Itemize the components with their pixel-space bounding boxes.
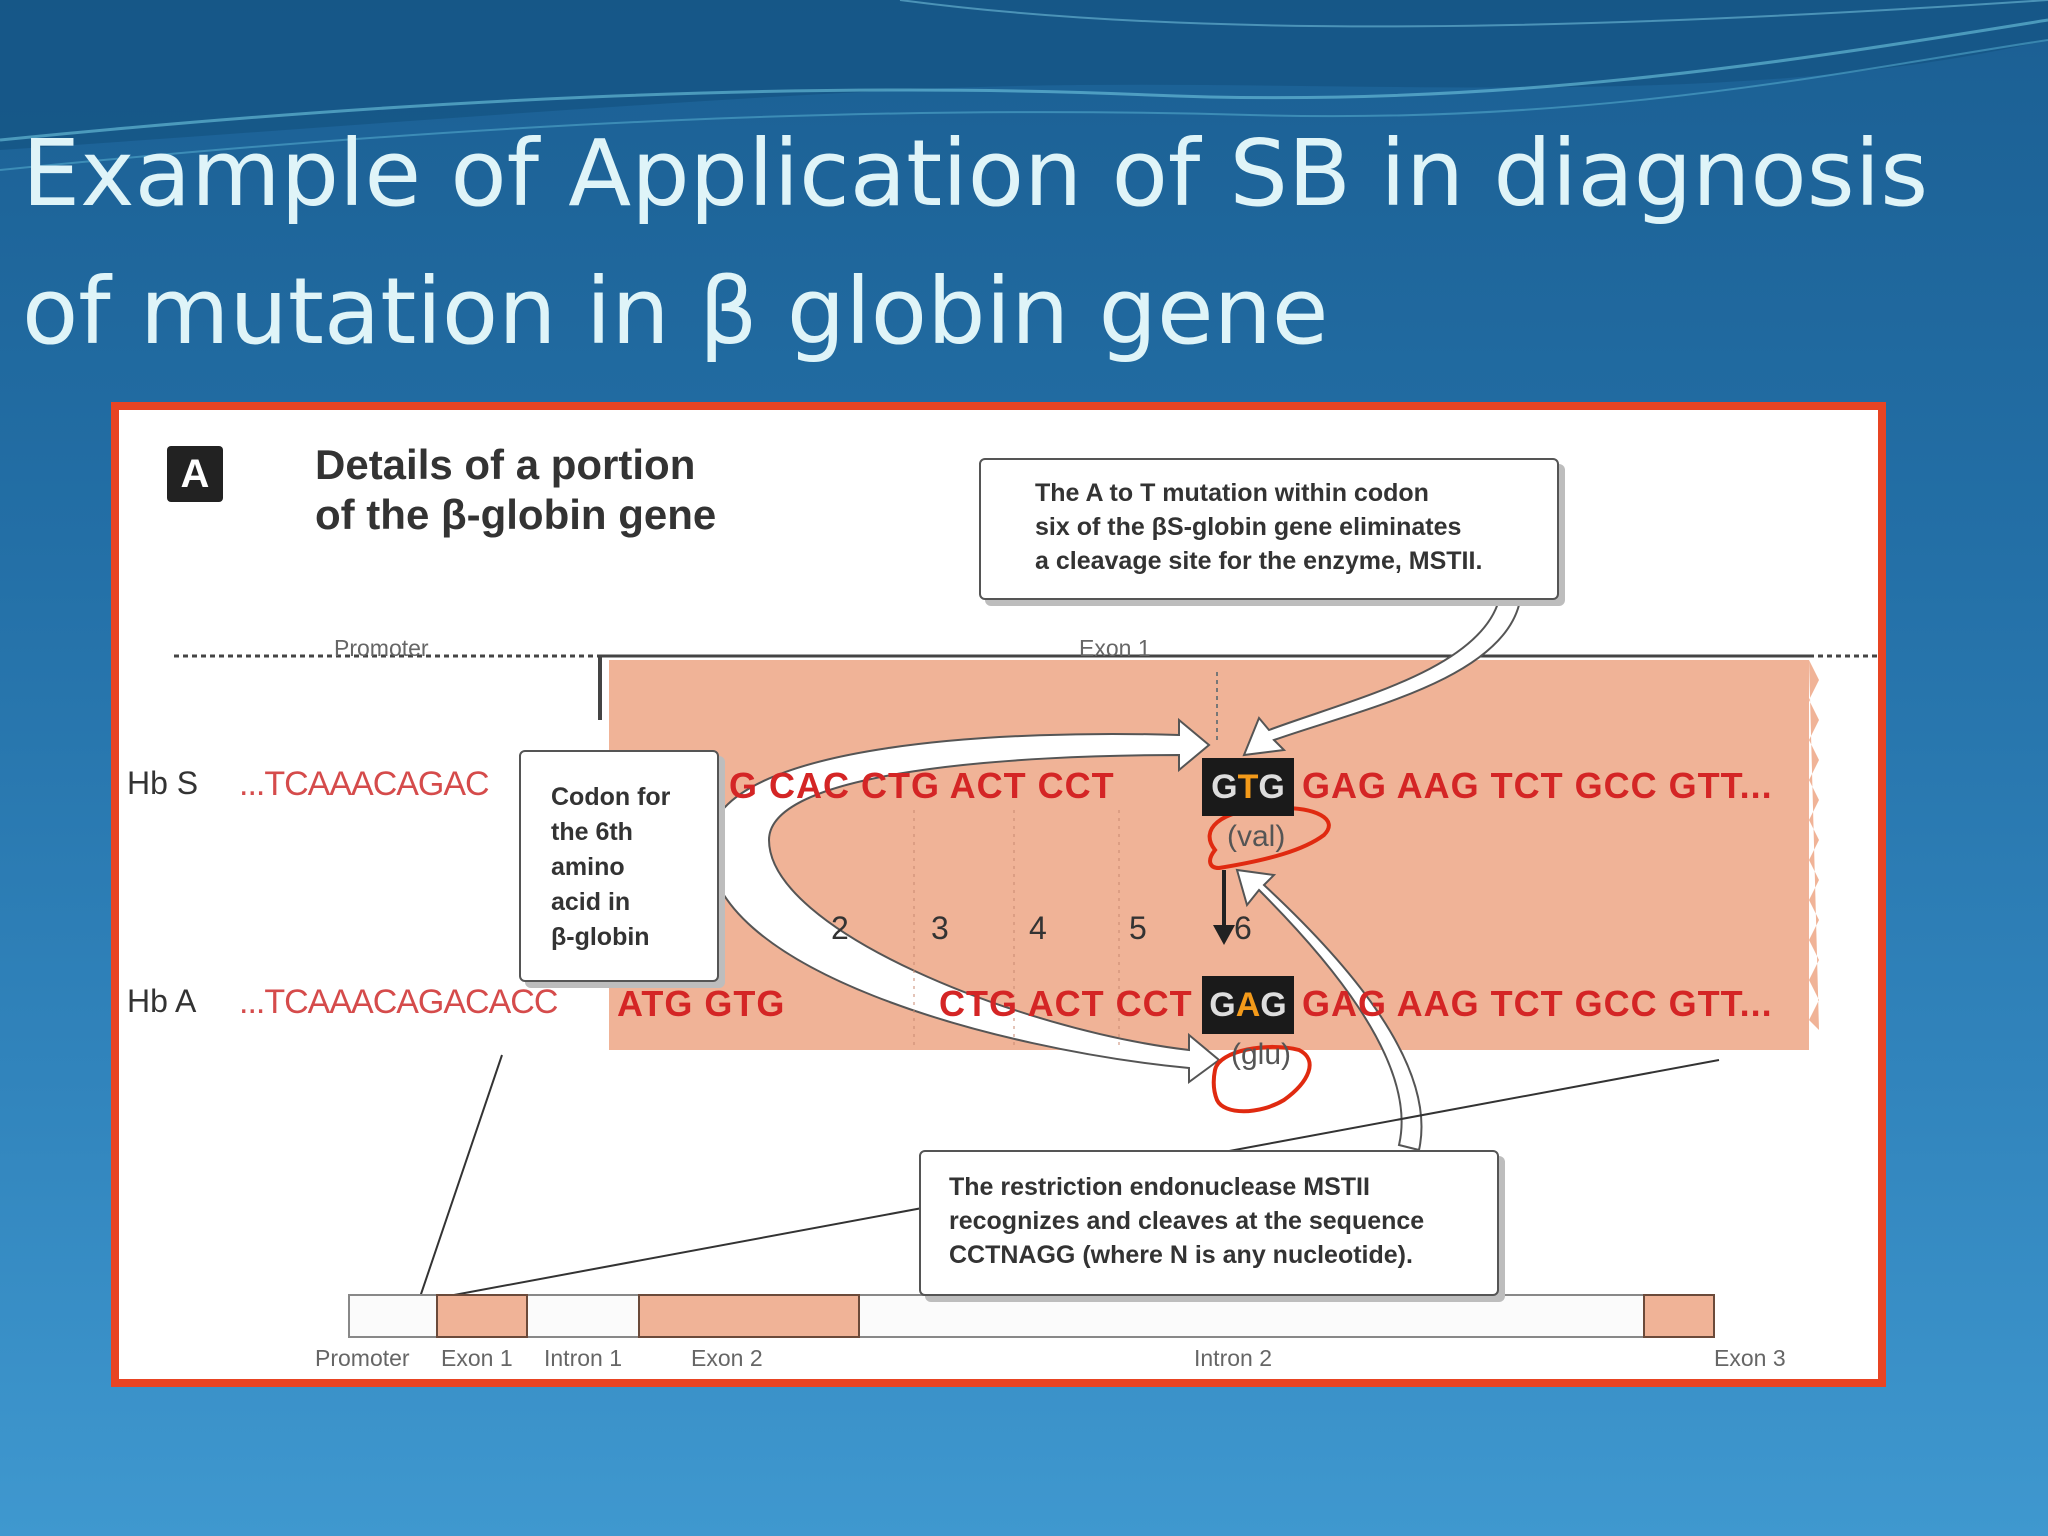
enzyme-callout: The restriction endonuclease MSTII recog… [919, 1150, 1499, 1296]
figure-heading-line-2: of the β-globin gene [315, 491, 717, 538]
val-circle-annotation [1207, 805, 1331, 871]
region-promoter-label: Promoter [334, 635, 429, 661]
hbs-codons-after: GAG AAG TCT GCC GTT... [1302, 765, 1773, 806]
hbs-codons-before: G CAC CTG ACT CCT [729, 765, 1115, 806]
hba-codon-6-base-2: A [1235, 986, 1261, 1024]
codon-callout-line-2: the 6th [551, 818, 633, 846]
gene-map-exon2 [638, 1294, 860, 1338]
figure-heading: Details of a portion of the β-globin gen… [315, 440, 716, 540]
mutation-callout-line-2: six of the βS-globin gene eliminates [1035, 513, 1462, 541]
hbs-codon-6: GTG [1202, 758, 1294, 816]
hba-prefix-sequence: ...TCAAACAGACACC [239, 983, 558, 1021]
codon-callout-line-4: acid in [551, 888, 631, 916]
slide-title-line-1: Example of Application of SB in diagnosi… [22, 120, 1929, 227]
hbs-codon-6-base-1: G [1211, 768, 1238, 806]
map-intron2-label: Intron 2 [1194, 1345, 1272, 1371]
hbs-amino-acid: (val) [1227, 820, 1286, 853]
map-intron1-label: Intron 1 [544, 1345, 622, 1371]
codon-number-5: 5 [1129, 910, 1147, 946]
hba-codon-6-base-3: G [1260, 986, 1287, 1024]
map-promoter-label: Promoter [315, 1345, 410, 1371]
slide-title: Example of Application of SB in diagnosi… [22, 105, 2002, 381]
region-exon1-label: Exon 1 [1079, 635, 1151, 661]
mutation-callout-line-3: a cleavage site for the enzyme, MSTII. [1035, 547, 1483, 575]
map-exon2-label: Exon 2 [691, 1345, 763, 1371]
hba-codon-6-base-1: G [1209, 986, 1236, 1024]
codon-callout-line-1: Codon for [551, 783, 671, 811]
codon-callout-line-5: β-globin [551, 923, 650, 951]
mutation-callout: The A to T mutation within codon six of … [979, 458, 1559, 600]
beta-globin-figure: A Details of a portion of the β-globin g… [111, 402, 1886, 1387]
hba-amino-acid: (glu) [1231, 1038, 1292, 1071]
codon-number-6: 6 [1234, 910, 1252, 946]
hbs-codon-6-base-2: T [1237, 768, 1259, 806]
hba-codons-mid: CTG ACT CCT [939, 983, 1193, 1024]
hbs-prefix-sequence: ...TCAAACAGAC [239, 765, 490, 803]
hbs-codon-6-base-3: G [1258, 768, 1285, 806]
hba-label: Hb A [127, 983, 197, 1019]
map-exon3-label: Exon 3 [1714, 1345, 1786, 1371]
glu-circle-annotation [1211, 1044, 1312, 1114]
map-exon1-label: Exon 1 [441, 1345, 513, 1371]
codon-number-3: 3 [931, 910, 949, 946]
gene-map-bar [348, 1294, 1715, 1338]
figure-heading-line-1: Details of a portion [315, 441, 696, 488]
slide-title-line-2: of mutation in β globin gene [22, 258, 1329, 365]
gene-map-exon1 [436, 1294, 528, 1338]
codon-callout-line-3: amino [551, 853, 625, 881]
hba-codons-before: ATG GTG [617, 983, 786, 1024]
hbs-label: Hb S [127, 765, 199, 801]
enzyme-callout-line-3: CCTNAGG (where N is any nucleotide). [949, 1241, 1413, 1269]
gene-map-exon3 [1643, 1294, 1715, 1338]
codon-number-2: 2 [831, 910, 849, 946]
header-wave [0, 0, 2048, 171]
enzyme-callout-line-2: recognizes and cleaves at the sequence [949, 1207, 1425, 1235]
hba-codons-after: GAG AAG TCT GCC GTT... [1302, 983, 1773, 1024]
panel-letter: A [167, 446, 223, 502]
hba-codon-6: GAG [1202, 976, 1294, 1034]
mutation-callout-line-1: The A to T mutation within codon [1035, 479, 1429, 507]
codon-number-4: 4 [1029, 910, 1047, 946]
enzyme-callout-line-1: The restriction endonuclease MSTII [949, 1173, 1370, 1201]
codon-callout: Codon for the 6th amino acid in β-globin [519, 750, 719, 982]
